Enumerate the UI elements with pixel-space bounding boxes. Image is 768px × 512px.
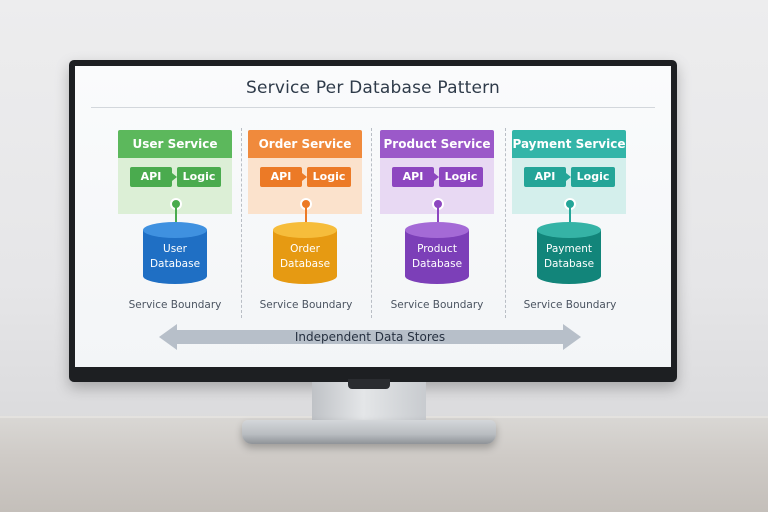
- column-divider: [241, 128, 242, 318]
- database-icon: [537, 222, 601, 284]
- database-icon: [143, 222, 207, 284]
- chevron-right-icon: [302, 173, 307, 181]
- arrow-label: Independent Data Stores: [294, 330, 446, 344]
- chevron-right-icon: [566, 173, 571, 181]
- monitor-stand-neck: [312, 382, 426, 424]
- database-label: Order Database: [273, 242, 337, 272]
- database-label: User Database: [143, 242, 207, 272]
- monitor-stand-base: [242, 420, 496, 444]
- api-chip: API: [524, 167, 566, 187]
- service-header: Payment Service: [512, 130, 626, 158]
- database-type: Database: [411, 258, 463, 270]
- database-name: Payment: [546, 243, 592, 255]
- service-card-product: Product Service API Logic: [380, 130, 494, 214]
- api-chip: API: [260, 167, 302, 187]
- service-card-user: User Service API Logic: [118, 130, 232, 214]
- database-type: Database: [149, 258, 201, 270]
- service-header: Order Service: [248, 130, 362, 158]
- chevron-right-icon: [434, 173, 439, 181]
- independent-stores-arrow: Independent Data Stores: [159, 324, 581, 350]
- connector-line: [569, 206, 571, 224]
- monitor-screen: Service Per Database Pattern User Servic…: [75, 66, 671, 367]
- logic-chip: Logic: [307, 167, 351, 187]
- service-boundary-label: Service Boundary: [523, 299, 617, 311]
- logic-chip: Logic: [571, 167, 615, 187]
- logic-chip: Logic: [439, 167, 483, 187]
- database-cylinder-user: User Database: [143, 222, 207, 284]
- database-name: Product: [417, 243, 457, 255]
- column-divider: [371, 128, 372, 318]
- database-type: Database: [543, 258, 595, 270]
- database-name: User: [163, 243, 187, 255]
- database-type: Database: [279, 258, 331, 270]
- connector-line: [437, 206, 439, 224]
- title-divider: [91, 107, 655, 108]
- column-divider: [505, 128, 506, 318]
- database-label: Payment Database: [537, 242, 601, 272]
- monitor-chin-notch: [348, 379, 390, 389]
- database-cylinder-order: Order Database: [273, 222, 337, 284]
- chevron-right-icon: [172, 173, 177, 181]
- service-header: User Service: [118, 130, 232, 158]
- database-cylinder-product: Product Database: [405, 222, 469, 284]
- connector-line: [305, 206, 307, 224]
- api-chip: API: [130, 167, 172, 187]
- service-boundary-label: Service Boundary: [390, 299, 484, 311]
- database-icon: [405, 222, 469, 284]
- double-arrow-icon: [159, 324, 581, 350]
- database-icon: [273, 222, 337, 284]
- connector-line: [175, 206, 177, 224]
- page-title: Service Per Database Pattern: [245, 78, 500, 98]
- service-boundary-label: Service Boundary: [128, 299, 222, 311]
- service-body: API Logic: [118, 158, 232, 214]
- database-label: Product Database: [405, 242, 469, 272]
- service-boundary-label: Service Boundary: [259, 299, 353, 311]
- database-name: Order: [290, 243, 320, 255]
- api-chip: API: [392, 167, 434, 187]
- logic-chip: Logic: [177, 167, 221, 187]
- service-header: Product Service: [380, 130, 494, 158]
- database-cylinder-payment: Payment Database: [537, 222, 601, 284]
